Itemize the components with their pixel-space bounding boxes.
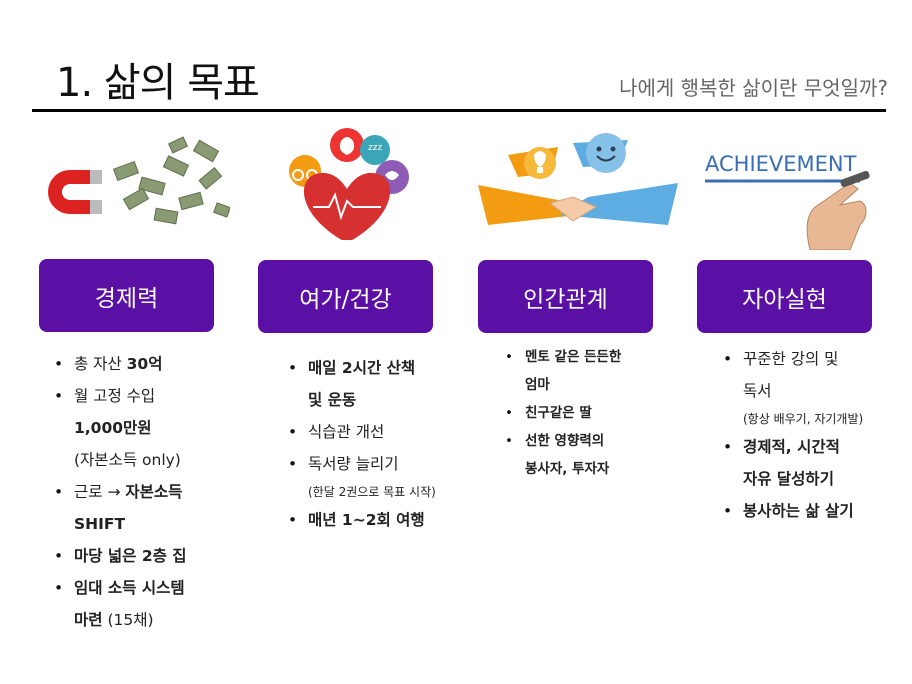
- list-item: 매년 1~2회 여행: [288, 504, 436, 536]
- magnet-money-icon: [30, 125, 231, 240]
- list-item: 마련 (15채): [74, 611, 154, 629]
- list-item: 엄마: [525, 377, 550, 393]
- column-economy: [30, 125, 231, 240]
- category-self-realization: 자아실현: [697, 260, 872, 333]
- economy-list: 총 자산 30억 월 고정 수입 1,000만원 (자본소득 only) 근로 …: [54, 348, 187, 636]
- heart-health-icon: zzz: [255, 125, 455, 243]
- category-leisure-health: 여가/건강: [258, 260, 433, 333]
- list-item: 봉사자, 투자자: [525, 461, 610, 477]
- list-item: (항상 배우기, 자기개발): [743, 412, 864, 426]
- list-item: SHIFT: [74, 515, 126, 533]
- list-item: 독서: [743, 382, 772, 400]
- list-item: (한달 2권으로 목표 시작): [308, 485, 436, 499]
- list-item: 독서량 늘리기: [288, 448, 436, 480]
- category-relationships: 인간관계: [478, 260, 653, 333]
- list-item: 및 운동: [308, 391, 357, 409]
- column-leisure-health: zzz: [255, 125, 455, 243]
- list-item: 근로 → 자본소득: [54, 476, 187, 508]
- list-item: 총 자산 30억: [54, 348, 187, 380]
- leisure-health-list: 매일 2시간 산책 및 운동 식습관 개선 독서량 늘리기 (한달 2권으로 목…: [288, 352, 436, 536]
- relationships-list: 멘토 같은 든든한 엄마 친구같은 딸 선한 영향력의 봉사자, 투자자: [505, 343, 621, 483]
- list-item: 1,000만원: [74, 419, 152, 437]
- title-divider: [32, 109, 886, 112]
- column-relationships: [478, 125, 678, 240]
- list-item: 월 고정 수입: [54, 380, 187, 412]
- page-subtitle: 나에게 행복한 삶이란 무엇일까?: [619, 76, 888, 100]
- svg-text:zzz: zzz: [368, 143, 382, 153]
- list-item: 매일 2시간 산책: [288, 352, 436, 384]
- self-realization-list: 꾸준한 강의 및 독서 (항상 배우기, 자기개발) 경제적, 시간적 자유 달…: [723, 343, 863, 527]
- list-item: 꾸준한 강의 및: [723, 343, 863, 375]
- list-item: 마당 넓은 2층 집: [54, 540, 186, 572]
- list-item: 식습관 개선: [288, 416, 436, 448]
- category-economy: 경제력: [39, 259, 214, 332]
- column-self-realization: ACHIEVEMENT: [700, 125, 900, 251]
- list-item: 멘토 같은 든든한: [505, 343, 621, 371]
- list-item: 선한 영향력의: [505, 427, 621, 455]
- list-item: 경제적, 시간적: [723, 431, 863, 463]
- page-title: 1. 삶의 목표: [56, 60, 260, 106]
- achievement-icon: ACHIEVEMENT: [700, 125, 900, 251]
- list-item: 봉사하는 삶 살기: [723, 495, 863, 527]
- list-item: 친구같은 딸: [505, 399, 621, 427]
- handshake-icon: [478, 125, 678, 240]
- achievement-text: ACHIEVEMENT: [705, 152, 857, 176]
- list-item: 임대 소득 시스템: [54, 572, 187, 604]
- list-item: 자유 달성하기: [743, 470, 834, 488]
- list-item: (자본소득 only): [74, 451, 181, 469]
